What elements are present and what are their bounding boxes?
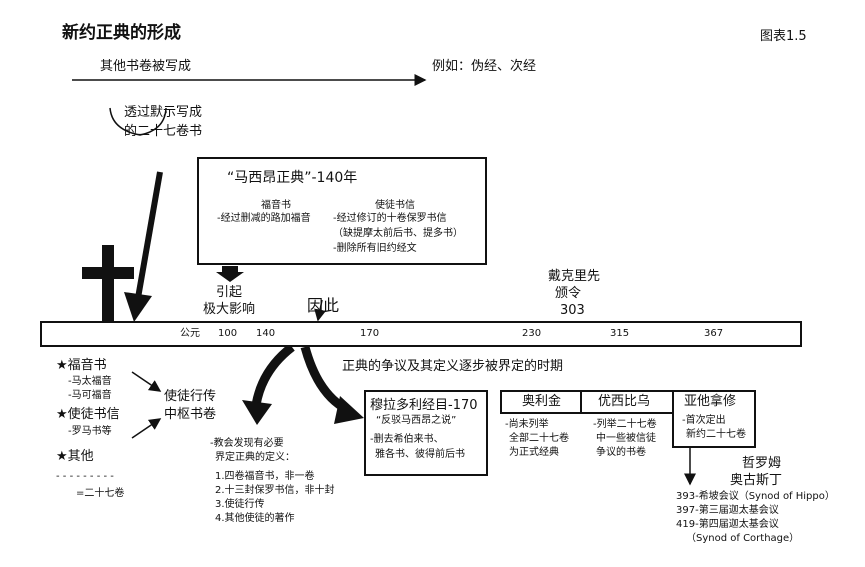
jerome-label: 哲罗姆 [742,456,782,471]
period-label: 正典的争议及其定义逐步被界定的时期 [342,359,564,374]
athanasius-line-1: -首次定出 [682,415,726,426]
inspired-line-1: 透过默示写成 [124,105,203,120]
curve-arrow-left [251,343,295,406]
acts-line-2: 中枢书卷 [164,407,217,422]
muratorian-line-1: -删去希伯来书、 [370,434,444,445]
epistle-line-1: -经过修订的十卷保罗书信 [333,213,447,224]
epistles-to-acts-arrow [131,418,162,439]
eusebius-line-2: 中一些被信徒 [596,433,656,444]
muratorian-box: 穆拉多利经目-170 “反驳马西昂之说” -删去希伯来书、 雅各书、彼得前后书 [364,390,488,476]
muratorian-line-2: 雅各书、彼得前后书 [375,449,465,460]
church-line-2: 界定正典的定义： [215,452,295,463]
eusebius-box: 优西比乌 [580,390,676,414]
timeline-year: 100 [218,328,238,339]
epistle-line-2: （缺提摩太前后书、提多书） [333,228,463,239]
figure-label: 图表1.5 [760,29,807,44]
gospel-head: 福音书 [261,200,291,211]
sum-divider: - - - - - - - - - [56,471,114,482]
page-title: 新约正典的形成 [62,23,181,43]
epistle-line-3: -删除所有旧约经文 [333,243,417,254]
brace-icon [109,107,167,136]
origen-line-2: 全部二十七卷 [509,433,569,444]
epistle-head: 使徒书信 [375,200,415,211]
gospels-item: ★福音书 [56,358,107,373]
therefore-label: 因此 [307,296,340,315]
canon-criterion: 4.其他使徒的著作 [215,513,295,524]
timeline-bar: 公元 100 140 170 230 315 367 [40,321,802,347]
total-label: =二十七卷 [76,488,125,499]
timeline-year: 315 [610,328,630,339]
muratorian-quote: “反驳马西昂之说” [376,415,457,426]
matthew-item: -马太福音 [68,376,112,387]
timeline-year: 230 [522,328,542,339]
influence-arrow [216,266,244,282]
diocletian-line-2: 颁令 [555,286,582,301]
athanasius-box: 亚他拿修 -首次定出 新约二十七卷 [672,390,756,448]
council-carthage-en: （Synod of Corthage） [686,533,800,544]
origen-line-3: 为正式经典 [509,447,559,458]
top-arrow-left-label: 其他书卷被写成 [100,59,192,74]
eusebius-line-3: 争议的书卷 [596,447,646,458]
council-hippo: 393-希坡会议（Synod of Hippo） [676,491,835,502]
inspired-line-2: 的二十七卷书 [124,124,203,139]
athanasius-title: 亚他拿修 [684,394,737,409]
marcion-box: “马西昂正典”-140年 福音书 -经过删减的路加福音 使徒书信 -经过修订的十… [197,157,487,265]
mark-item: -马可福音 [68,390,112,401]
diocletian-line-1: 戴克里先 [548,269,601,284]
council-carthage-4: 419-第四届迦太基会议 [676,519,779,530]
canon-criterion: 3.使徒行传 [215,499,265,510]
canon-criterion: 1.四卷福音书，非一卷 [215,471,315,482]
influence-line-2: 极大影响 [203,302,256,317]
inspired-arrow [135,171,163,299]
timeline-era: 公元 [180,328,200,339]
timeline-year: 367 [704,328,724,339]
muratorian-title: 穆拉多利经目-170 [370,398,478,413]
influence-line-1: 引起 [216,285,243,300]
others-item: ★其他 [56,449,94,464]
epistles-item: ★使徒书信 [56,407,120,422]
therefore-arrow [314,299,326,322]
timeline-year: 170 [360,328,380,339]
eusebius-title: 优西比乌 [598,394,651,409]
marcion-title: “马西昂正典”-140年 [227,170,358,186]
gospel-line: -经过删减的路加福音 [217,213,311,224]
church-line-1: -教会发现有必要 [210,438,284,449]
romans-item: -罗马书等 [68,426,112,437]
canon-criterion: 2.十三封保罗书信，非十封 [215,485,335,496]
eusebius-line-1: -列举二十七卷 [593,419,657,430]
diocletian-year: 303 [560,303,585,318]
athanasius-line-2: 新约二十七卷 [686,429,746,440]
gospels-to-acts-arrow [131,371,162,392]
origen-title: 奥利金 [522,394,562,409]
origen-line-1: -尚未列举 [505,419,549,430]
timeline-year: 140 [256,328,276,339]
top-arrow-right-label: 例如：伪经、次经 [432,59,537,74]
origen-box: 奥利金 [500,390,584,414]
augustine-label: 奥古斯丁 [730,473,783,488]
acts-line-1: 使徒行传 [164,389,217,404]
council-carthage-3: 397-第三届迦太基会议 [676,505,779,516]
cross-icon [82,245,134,324]
